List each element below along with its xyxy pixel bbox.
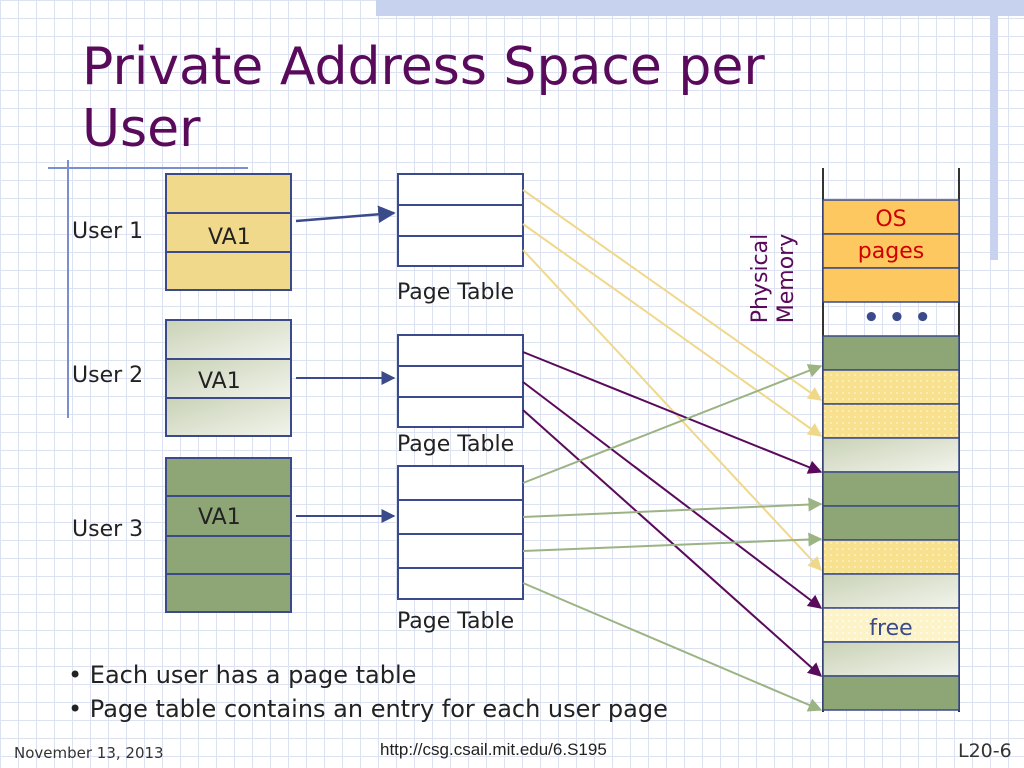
- footer-date: November 13, 2013: [14, 744, 164, 762]
- memory-frame-9: [822, 641, 960, 677]
- user1-page-2: [165, 251, 292, 291]
- bullet-text: Each user has a page table: [89, 661, 417, 689]
- arrow-pt1-entry0: [522, 189, 823, 401]
- physical-memory-label: Physical Memory: [748, 226, 800, 331]
- memory-os-page-0: [822, 199, 960, 235]
- user3-page-3: [165, 573, 292, 613]
- memory-frame-10: [822, 675, 960, 711]
- user2-address-space: VA1: [165, 319, 292, 437]
- user3-va1-label: VA1: [198, 505, 241, 530]
- memory-frame-free: [822, 607, 960, 643]
- arrow-pt3-entry3: [522, 582, 823, 712]
- memory-frame-2: [822, 403, 960, 439]
- memory-frame-6: [822, 539, 960, 575]
- memory-ellipsis: • • •: [863, 303, 931, 333]
- decorative-title-underline: [48, 167, 248, 169]
- page-table-2: [397, 334, 524, 428]
- footer-url[interactable]: http://csg.csail.mit.edu/6.S195: [380, 740, 607, 759]
- user1-label: User 1: [72, 219, 143, 244]
- physical-memory: OS pages • • • free: [822, 168, 960, 712]
- memory-os-label-line1: OS: [875, 207, 906, 232]
- page-table-1-label: Page Table: [397, 280, 514, 305]
- user3-page-2: [165, 535, 292, 575]
- memory-os-label-line2: pages: [858, 239, 924, 264]
- bullet-text: Page table contains an entry for each us…: [89, 695, 668, 723]
- slide-title-line2: User: [82, 99, 201, 159]
- bullet-list: • Each user has a page table • Page tabl…: [68, 658, 668, 726]
- arrow-pt2-entry0: [522, 351, 823, 474]
- user1-page-0: [165, 173, 292, 214]
- page-table-3: [397, 465, 524, 600]
- user1-page-va1: [165, 212, 292, 253]
- bullet-item: • Each user has a page table: [68, 661, 417, 689]
- page-table-1: [397, 173, 524, 267]
- arrow-pt1-entry2: [522, 249, 822, 572]
- memory-frame-3: [822, 437, 960, 473]
- memory-free-label: free: [869, 616, 912, 641]
- page-table-2-label: Page Table: [397, 432, 514, 457]
- user2-va1-label: VA1: [198, 369, 241, 394]
- physical-memory-label-line2: Memory: [774, 233, 799, 324]
- user1-va1-label: VA1: [208, 225, 251, 250]
- physical-memory-label-line1: Physical: [748, 233, 773, 324]
- footer-page-number: L20-6: [958, 740, 1012, 762]
- memory-frame-4: [822, 471, 960, 507]
- arrow-pt1-entry1: [522, 223, 823, 437]
- decorative-right-bar: [990, 0, 998, 260]
- user3-address-space: VA1: [165, 457, 292, 613]
- memory-frame-7: [822, 573, 960, 609]
- user3-page-0: [165, 457, 292, 497]
- memory-os-page-1: [822, 233, 960, 269]
- slide-title: Private Address Space per User: [82, 36, 882, 160]
- user2-page-2: [165, 397, 292, 437]
- user2-page-0: [165, 319, 292, 360]
- arrow-user1-to-page-table: [295, 205, 396, 224]
- arrow-pt3-entry1: [522, 497, 823, 518]
- user3-label: User 3: [72, 517, 143, 542]
- decorative-left-line: [67, 160, 69, 418]
- arrow-pt3-entry2: [522, 532, 823, 552]
- bullet-item: • Page table contains an entry for each …: [68, 695, 668, 723]
- memory-frame-1: [822, 369, 960, 405]
- decorative-top-bar: [376, 0, 1024, 16]
- memory-frame-0: [822, 335, 960, 371]
- arrow-pt3-entry0: [522, 364, 823, 484]
- page-table-3-label: Page Table: [397, 609, 514, 634]
- memory-frame-5: [822, 505, 960, 541]
- user1-address-space: VA1: [165, 173, 292, 291]
- user2-label: User 2: [72, 363, 143, 388]
- slide-title-line1: Private Address Space per: [82, 37, 765, 97]
- memory-os-page-2: [822, 267, 960, 303]
- arrow-pt2-entry1: [522, 381, 823, 609]
- arrow-pt2-entry2: [522, 409, 823, 677]
